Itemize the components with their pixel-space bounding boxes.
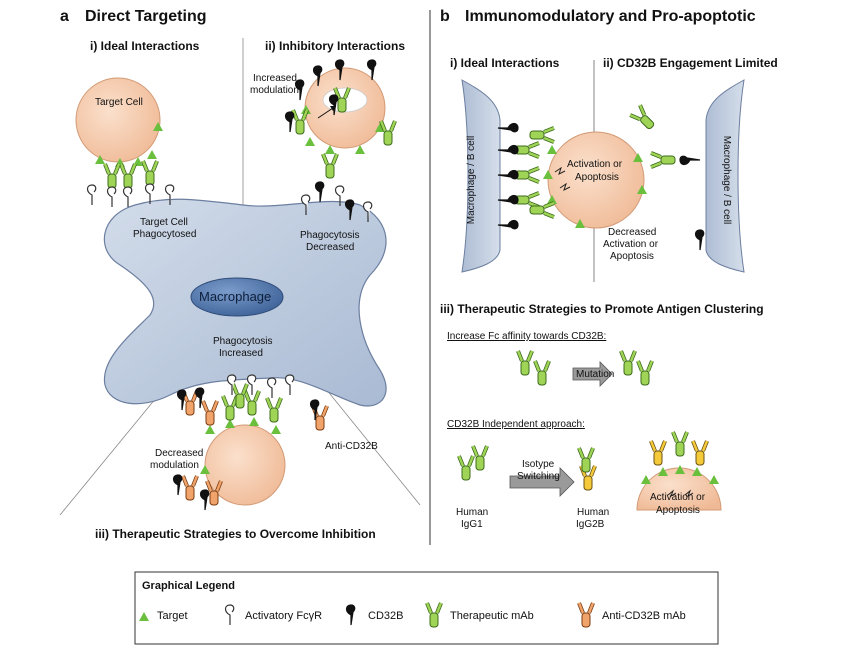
legend-item-activatory-fcr: Activatory FcγR	[245, 610, 323, 622]
legend-item-target: Target	[157, 610, 188, 622]
igg1-label-1: Human	[456, 507, 489, 518]
fc-affinity-label: Increase Fc affinity towards CD32B:	[447, 331, 607, 342]
legend-box	[134, 571, 719, 645]
target-cell-label: Target Cell	[95, 97, 143, 108]
anti-cd32b-label: Anti-CD32B	[325, 441, 378, 452]
macrophage-b-cell-left	[461, 79, 501, 273]
increased-mod-label-2: modulation	[250, 85, 299, 96]
panel-a-title: Direct Targeting	[85, 8, 207, 25]
panel-b-letter: b	[440, 8, 450, 25]
mutation-arrow	[572, 361, 613, 387]
panel-a-inhibitory-heading: ii) Inhibitory Interactions	[265, 39, 406, 53]
panel-b-clustering-heading: iii) Therapeutic Strategies to Promote A…	[440, 302, 764, 316]
legend-item-cd32b: CD32B	[368, 610, 404, 622]
act-small-label-1: Activation or	[650, 492, 706, 503]
mac-bcell-left-label: Macrophage / B cell	[466, 135, 477, 225]
target-phago-label-1: Target Cell	[140, 217, 188, 228]
act-small-label-2: Apoptosis	[656, 505, 700, 516]
mutation-label: Mutation	[576, 369, 615, 380]
decreased-act-label-3: Apoptosis	[610, 251, 654, 262]
phago-dec-label-1: Phagocytosis	[300, 230, 360, 241]
target-cell-ideal	[75, 77, 161, 163]
igg2b-label-1: Human	[577, 507, 610, 518]
decreased-mod-label-1: Decreased	[155, 448, 204, 459]
target-phago-label-2: Phagocytosed	[133, 229, 197, 240]
legend-item-therapeutic-mab: Therapeutic mAb	[450, 610, 534, 622]
panel-b-cd32b-heading: ii) CD32B Engagement Limited	[603, 56, 778, 70]
phago-inc-label-2: Increased	[219, 348, 263, 359]
panel-a-therapeutic-heading: iii) Therapeutic Strategies to Overcome …	[95, 527, 376, 541]
target-cell-clustered	[636, 467, 722, 511]
macrophage-nucleus	[190, 277, 284, 317]
decreased-act-label-2: Activation or	[603, 239, 659, 250]
isotype-arrow	[509, 467, 575, 497]
igg1-label-2: IgG1	[461, 519, 483, 530]
legend-item-anti-cd32b-mab: Anti-CD32B mAb	[602, 610, 686, 622]
panel-a	[59, 38, 421, 516]
phago-dec-label-2: Decreased	[306, 242, 355, 253]
activation-label-1: Activation or	[567, 159, 623, 170]
increased-mod-label-1: Increased	[253, 73, 297, 84]
panel-b-title: Immunomodulatory and Pro-apoptotic	[465, 8, 756, 25]
panel-b	[457, 60, 745, 511]
decreased-act-label-1: Decreased	[608, 227, 657, 238]
phago-inc-label-1: Phagocytosis	[213, 336, 273, 347]
macrophage-b-cell-right	[705, 79, 745, 273]
panel-b-ideal-heading: i) Ideal Interactions	[450, 56, 560, 70]
decreased-mod-label-2: modulation	[150, 460, 199, 471]
legend-title: Graphical Legend	[142, 580, 235, 592]
macrophage-label: Macrophage	[199, 289, 272, 304]
panel-a-ideal-heading: i) Ideal Interactions	[90, 39, 200, 53]
isotype-label-2: Switching	[517, 471, 560, 482]
independent-label: CD32B Independent approach:	[447, 419, 585, 430]
target-cell-b	[547, 131, 645, 229]
mac-bcell-right-label: Macrophage / B cell	[721, 135, 732, 225]
panel-a-letter: a	[60, 8, 69, 25]
isotype-label-1: Isotype	[522, 459, 555, 470]
igg2b-label-2: IgG2B	[576, 519, 605, 530]
activation-label-2: Apoptosis	[575, 172, 619, 183]
